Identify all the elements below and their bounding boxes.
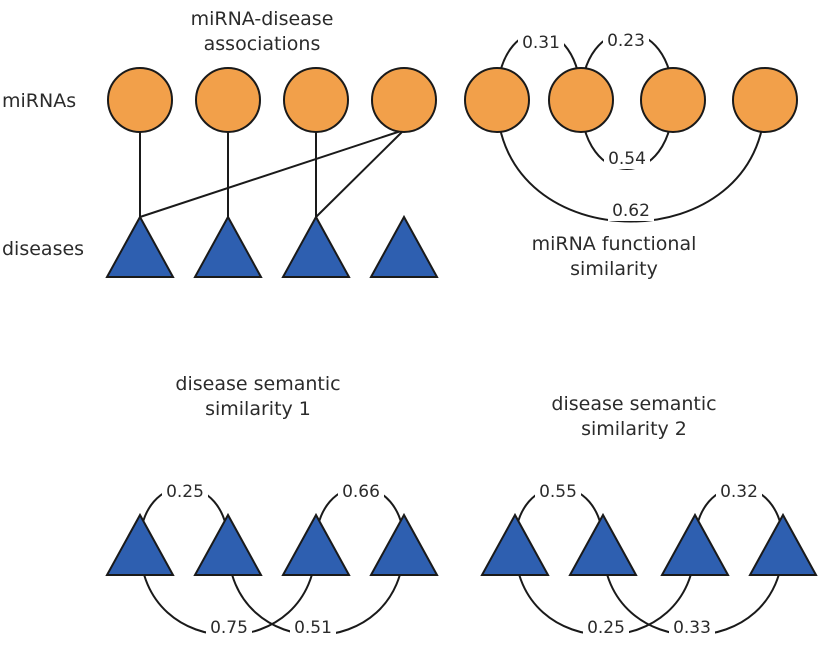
mirna-nodes-assoc (107, 67, 437, 133)
assoc-title-line1: miRNA-disease (191, 8, 334, 30)
disease-node (369, 214, 439, 278)
sem2-title-line1: disease semantic (551, 393, 716, 415)
disease-node (369, 512, 439, 576)
disease-nodes-sem1 (105, 512, 439, 576)
mirnas-row-label: miRNAs (2, 90, 76, 112)
weight-label: 0.33 (673, 618, 711, 638)
semantic1-weights: 0.25 0.66 0.75 0.51 (162, 480, 384, 638)
disease-node (748, 512, 818, 576)
weight-label: 0.55 (539, 482, 577, 502)
association-edge (139, 129, 405, 218)
func-title-line1: miRNA functional (532, 233, 697, 255)
functional-weights: 0.31 0.23 0.54 0.62 (518, 29, 654, 221)
sem1-title-line1: disease semantic (175, 373, 340, 395)
semantic2-edges (514, 486, 784, 636)
assoc-title-line2: associations (204, 33, 321, 55)
func-title-line2: similarity (570, 258, 658, 280)
sem1-title-line2: similarity 1 (205, 398, 311, 420)
weight-label: 0.66 (342, 482, 380, 502)
sem2-title-line2: similarity 2 (581, 418, 687, 440)
weight-label: 0.23 (607, 31, 645, 51)
weight-label: 0.62 (612, 201, 650, 221)
semantic1-edges (139, 486, 405, 636)
disease-node (660, 512, 730, 576)
disease-node (105, 214, 175, 278)
weight-label: 0.25 (166, 482, 204, 502)
disease-node (568, 512, 638, 576)
mirna-node (464, 67, 530, 133)
disease-node (281, 214, 351, 278)
mirna-node (283, 67, 349, 133)
weight-label: 0.32 (720, 482, 758, 502)
disease-node (193, 512, 263, 576)
weight-label: 0.75 (210, 618, 248, 638)
association-edge (315, 129, 405, 218)
mirna-node (107, 67, 173, 133)
weight-label: 0.54 (608, 149, 646, 169)
semantic2-weights: 0.55 0.32 0.25 0.33 (535, 480, 762, 638)
disease-node (105, 512, 175, 576)
disease-nodes-sem2 (480, 512, 818, 576)
disease-node (480, 512, 550, 576)
diseases-row-label: diseases (2, 238, 84, 260)
weight-label: 0.31 (522, 33, 560, 53)
similarity-arc (496, 99, 766, 223)
weight-label: 0.25 (587, 618, 625, 638)
disease-nodes-assoc (105, 214, 439, 278)
association-edges (139, 100, 405, 218)
mirna-node (195, 67, 261, 133)
disease-node (193, 214, 263, 278)
weight-label: 0.51 (294, 618, 332, 638)
functional-similarity-edges (496, 31, 766, 223)
disease-node (281, 512, 351, 576)
mirna-nodes-func (464, 67, 798, 133)
mirna-node (548, 67, 614, 133)
mirna-node (640, 67, 706, 133)
mirna-node (371, 67, 437, 133)
mirna-node (732, 67, 798, 133)
